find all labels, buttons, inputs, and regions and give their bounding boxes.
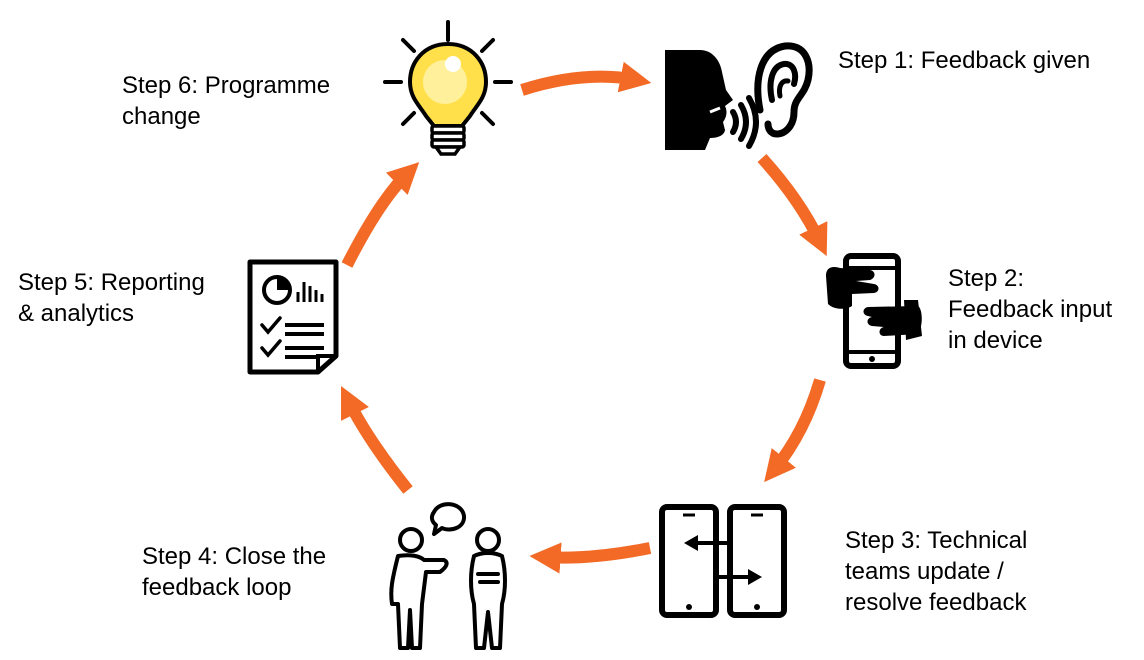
- step-2-line-3: in device: [948, 327, 1043, 354]
- lightbulb-icon: [383, 20, 513, 156]
- step-4-label: Step 4: Close the feedback loop: [142, 541, 326, 603]
- phone-in-hands-icon: [826, 253, 922, 369]
- step-1-line-1: Step 1: Feedback given: [838, 47, 1091, 74]
- report-document-icon: [247, 259, 339, 375]
- step-4-line-2: feedback loop: [142, 574, 292, 601]
- arrow-step2-to-step3: [764, 378, 826, 483]
- step-3-label: Step 3: Technical teams update / resolve…: [845, 525, 1027, 618]
- arrow-step6-to-step1: [520, 61, 652, 96]
- step-1-label: Step 1: Feedback given: [838, 45, 1090, 76]
- step-6-line-1: Step 6: Programme: [122, 72, 331, 99]
- step-2-label: Step 2: Feedback input in device: [948, 263, 1112, 356]
- arrow-step3-to-step4: [529, 542, 652, 574]
- step-5-line-2: & analytics: [18, 300, 135, 327]
- step-5-label: Step 5: Reporting & analytics: [18, 267, 205, 329]
- step-3-line-3: resolve feedback: [845, 589, 1027, 616]
- arrow-step5-to-step6: [341, 162, 420, 268]
- speaking-ear-icon: [665, 42, 813, 150]
- arrow-step4-to-step5: [341, 386, 413, 494]
- step-2-line-2: Feedback input: [948, 296, 1113, 323]
- step-3-line-1: Step 3: Technical: [845, 527, 1028, 554]
- cycle-arrows: [341, 61, 828, 574]
- step-2-line-1: Step 2:: [948, 265, 1025, 292]
- two-people-talking-icon: [389, 502, 507, 650]
- step-5-line-1: Step 5: Reporting: [18, 269, 205, 296]
- step-6-label: Step 6: Programme change: [122, 70, 330, 132]
- arrow-step1-to-step2: [757, 153, 828, 257]
- step-3-line-2: teams update /: [845, 558, 1004, 585]
- phones-exchange-icon: [659, 504, 787, 618]
- step-6-line-2: change: [122, 103, 201, 130]
- step-4-line-1: Step 4: Close the: [142, 543, 327, 570]
